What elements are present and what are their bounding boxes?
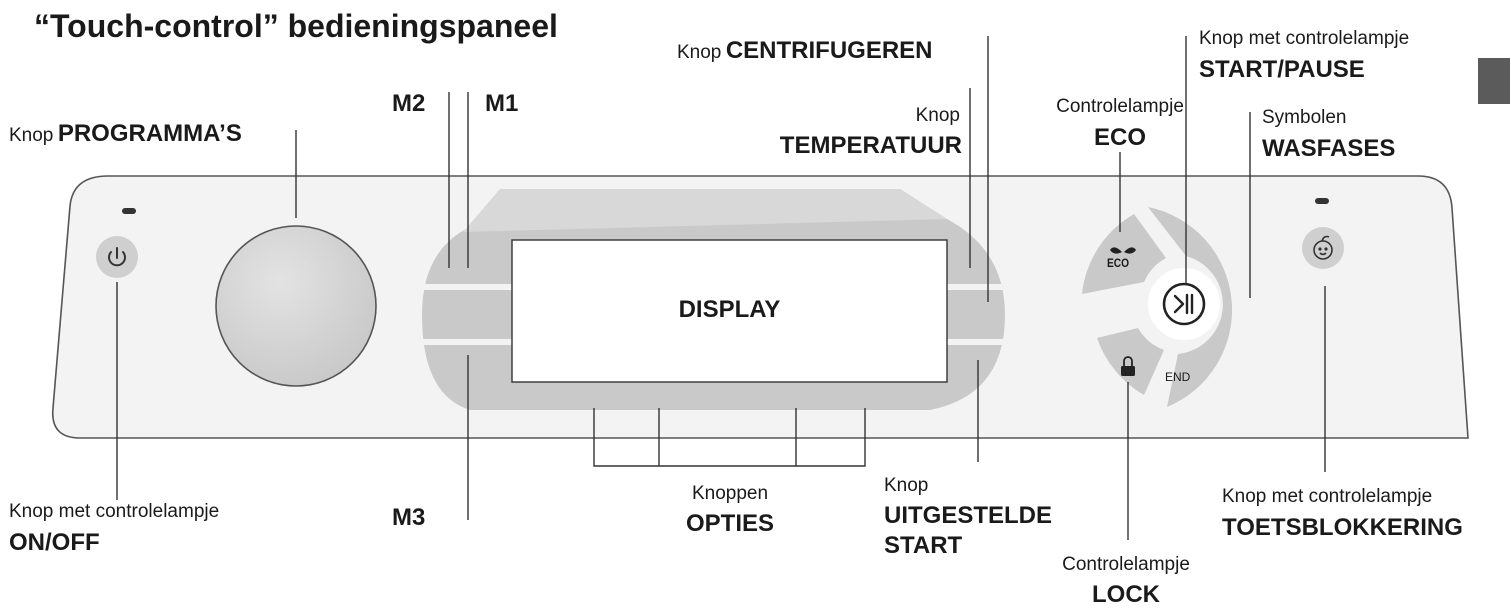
- childlock-name: TOETSBLOKKERING: [1222, 514, 1463, 541]
- spin-prefix: Knop: [677, 42, 722, 63]
- spin-label: Knop CENTRIFUGEREN: [677, 39, 933, 63]
- m2-label: M2: [392, 90, 426, 117]
- start-pause-prefix: Knop met controlelampje: [1199, 28, 1410, 49]
- start-pause-name: START/PAUSE: [1199, 56, 1365, 83]
- lock-icon: [1121, 356, 1135, 376]
- power-icon: [108, 247, 126, 267]
- start-pause-icon-ring: [1162, 282, 1206, 326]
- delay-name-line2: START: [884, 532, 963, 559]
- power-led: [122, 208, 136, 214]
- display-surround-top: [463, 189, 947, 232]
- eco-prefix: Controlelampje: [1056, 96, 1184, 117]
- display-screen: [511, 239, 948, 383]
- delay-name-line1: UITGESTELDE: [884, 502, 1053, 529]
- programs-label: Knop PROGRAMMA’S: [9, 122, 242, 146]
- lock-name: LOCK: [1092, 581, 1160, 608]
- spin-name: CENTRIFUGEREN: [725, 37, 933, 64]
- phases-prefix: Symbolen: [1262, 107, 1347, 128]
- phase-segment: [1148, 207, 1233, 407]
- lock-prefix: Controlelampje: [1062, 554, 1190, 575]
- lock-segment: [1097, 328, 1164, 395]
- eco-name: ECO: [1093, 124, 1146, 151]
- leaf-icon: [1110, 247, 1136, 254]
- m1-label: M1: [485, 90, 519, 117]
- page-title: “Touch-control” bedieningspaneel: [34, 8, 558, 44]
- play-pause-icon: [1173, 293, 1194, 315]
- onoff-name: ON/OFF: [9, 529, 100, 556]
- button-gap-right-bottom: [947, 339, 1005, 345]
- end-panel-text: END: [1165, 370, 1191, 384]
- eco-panel-text: ECO: [1106, 256, 1130, 270]
- childlock-button: [1302, 227, 1344, 269]
- button-gap-m2-left: [422, 284, 512, 290]
- program-dial: [215, 225, 377, 387]
- temperature-name: TEMPERATUUR: [779, 132, 962, 159]
- leader-lines: [116, 36, 1326, 540]
- button-gap-m3-left: [422, 339, 512, 345]
- onoff-prefix: Knop met controlelampje: [9, 501, 220, 522]
- childlock-led: [1315, 198, 1329, 204]
- m3-label: M3: [392, 504, 426, 531]
- programs-name: PROGRAMMA’S: [57, 120, 242, 147]
- childlock-prefix: Knop met controlelampje: [1222, 486, 1433, 507]
- programs-prefix: Knop: [9, 125, 54, 146]
- baby-face-icon: [1313, 235, 1333, 260]
- options-name: OPTIES: [685, 510, 775, 537]
- temperature-prefix: Knop: [915, 105, 960, 126]
- phases-name: WASFASES: [1262, 135, 1396, 162]
- delay-prefix: Knop: [884, 475, 929, 496]
- options-bracket: [593, 408, 866, 467]
- button-gap-right-top: [947, 284, 1005, 290]
- section-tab-marker: [1478, 58, 1510, 104]
- options-prefix: Knoppen: [691, 483, 769, 504]
- display-label: DISPLAY: [678, 296, 781, 323]
- eco-segment: [1082, 214, 1166, 294]
